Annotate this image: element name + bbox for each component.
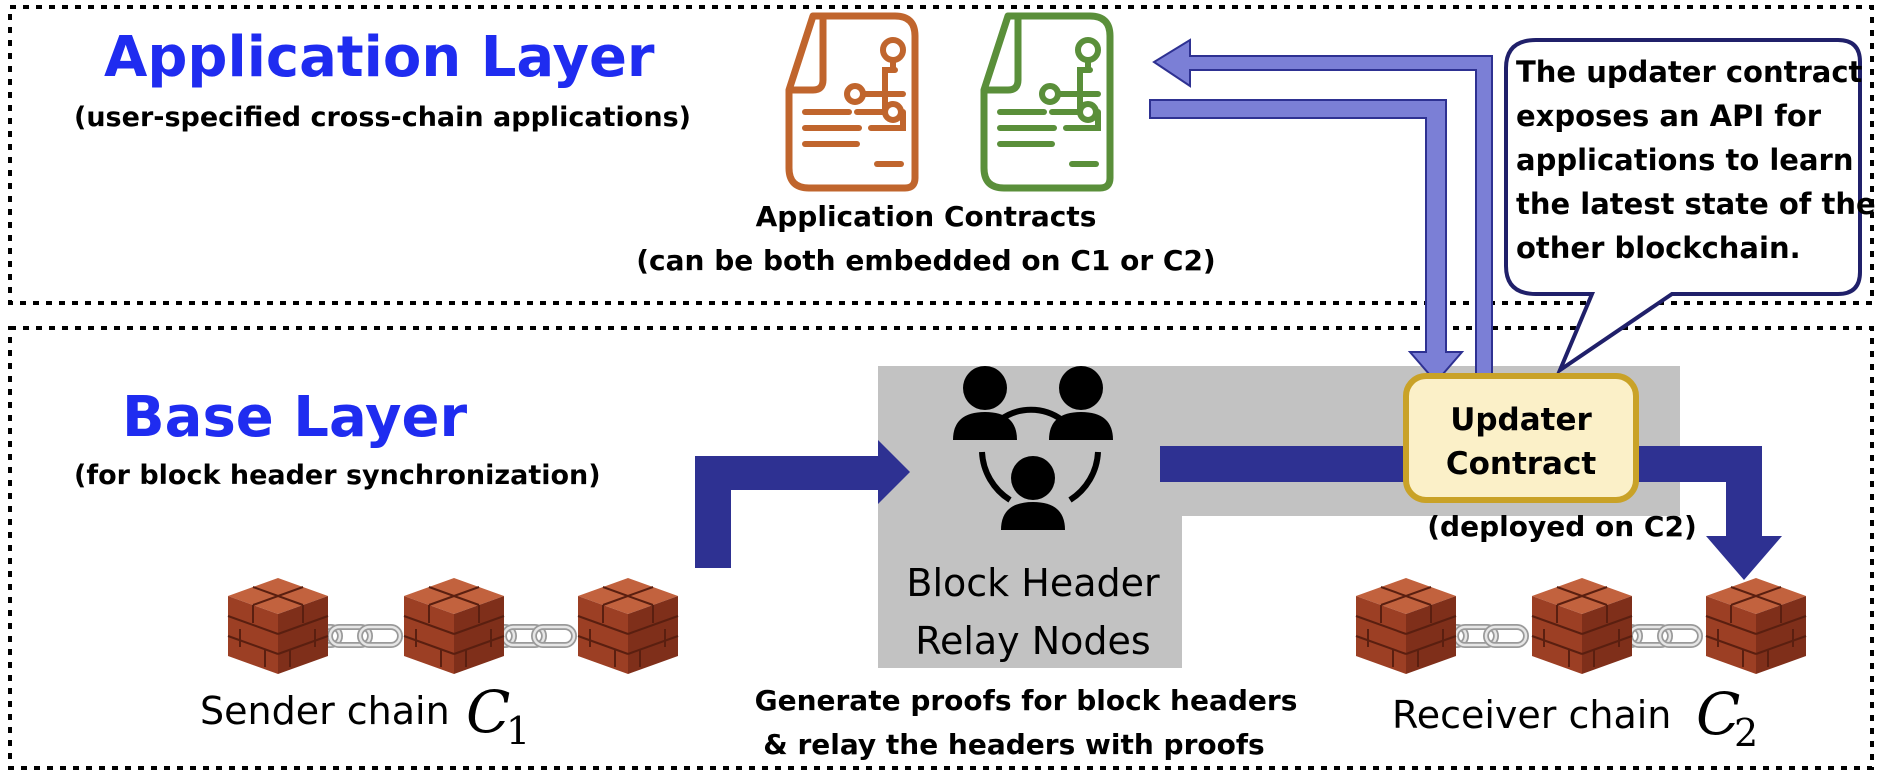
updater-contract-box [1403, 373, 1639, 503]
contract-document-icon [984, 16, 1110, 188]
sender-to-relay-arrow [695, 440, 910, 568]
sender-chain-blocks [227, 577, 679, 675]
sender-chain-symbol: C [466, 678, 510, 746]
api-callout-text: The updater contract exposes an API for … [1516, 55, 1876, 265]
receiver-chain-symbol: C [1696, 680, 1740, 748]
api-to-apps-arrow [1152, 38, 1493, 377]
contract-document-icon [789, 16, 915, 188]
relay-label-line1: Block Header [906, 561, 1160, 605]
callout-line-1: The updater contract [1516, 55, 1863, 89]
base-layer-title: Base Layer [122, 385, 468, 450]
updater-label-line2: Contract [1446, 446, 1597, 482]
sender-chain-index: 1 [506, 709, 530, 753]
proof-text-line1: Generate proofs for block headers [755, 684, 1298, 717]
updater-note: (deployed on C2) [1427, 510, 1697, 543]
relay-label-line2: Relay Nodes [915, 619, 1150, 663]
contracts-label-line1: Application Contracts [756, 200, 1097, 233]
brick-block-icon [1705, 577, 1807, 675]
brick-block-icon [227, 577, 329, 675]
receiver-chain-index: 2 [1734, 711, 1758, 755]
brick-block-icon [1531, 577, 1633, 675]
callout-line-5: other blockchain. [1516, 231, 1801, 265]
base-layer-box [8, 326, 1874, 770]
callout-line-2: exposes an API for [1516, 99, 1822, 133]
sender-chain-label: Sender chain [200, 689, 450, 733]
receiver-chain-label: Receiver chain [1392, 693, 1671, 737]
receiver-chain-blocks [1355, 577, 1807, 675]
application-layer-title: Application Layer [104, 25, 655, 90]
brick-block-icon [1355, 577, 1457, 675]
callout-line-3: applications to learn [1516, 143, 1853, 177]
updater-label-line1: Updater [1450, 402, 1592, 438]
contracts-label-line2: (can be both embedded on C1 or C2) [636, 244, 1215, 277]
proof-text-line2: & relay the headers with proofs [763, 728, 1264, 761]
callout-line-4: the latest state of the [1516, 187, 1876, 221]
api-callout-bubble [1504, 38, 1862, 376]
brick-block-icon [577, 577, 679, 675]
brick-block-icon [403, 577, 505, 675]
application-layer-subtitle: (user-specified cross-chain applications… [74, 102, 691, 133]
apps-to-updater-arrow [1149, 99, 1465, 384]
base-layer-subtitle: (for block header synchronization) [74, 460, 601, 491]
relay-nodes-people-icon [953, 366, 1113, 530]
